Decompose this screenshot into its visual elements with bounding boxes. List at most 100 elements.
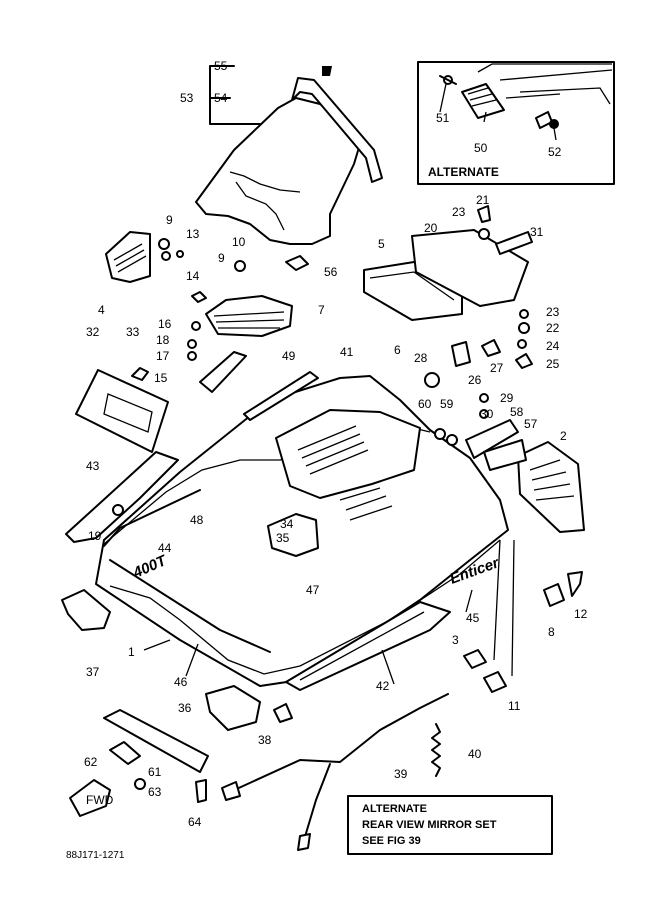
side-emblem — [105, 231, 151, 283]
callout-3: 3 — [452, 633, 459, 647]
strip-31 — [495, 231, 533, 255]
bolt-14 — [191, 291, 207, 303]
trim-strip-49 — [243, 371, 319, 421]
callout-24: 24 — [546, 339, 560, 353]
callout-62: 62 — [84, 755, 98, 769]
callout-10: 10 — [232, 235, 246, 249]
callout-30: 30 — [480, 407, 494, 421]
alternate-box-title: ALTERNATE — [428, 165, 499, 179]
callout-59: 59 — [440, 397, 454, 411]
windshield — [195, 97, 361, 245]
cable-and-spring: 39 40 — [221, 693, 482, 851]
callout-11: 11 — [508, 699, 521, 713]
windshield-assembly: 55 53 54 — [180, 59, 383, 245]
callout-43: 43 — [86, 459, 100, 473]
left-trim-43 — [65, 451, 179, 543]
callout-38: 38 — [258, 733, 272, 747]
mirror-note-line3: SEE FIG 39 — [362, 835, 421, 847]
callout-19: 19 — [88, 529, 102, 543]
callout-31: 31 — [530, 225, 544, 239]
grille-cluster: 4 32 33 16 18 17 15 7 — [86, 295, 325, 393]
callout-44: 44 — [158, 541, 172, 555]
callout-49: 49 — [282, 349, 296, 363]
callout-60: 60 — [418, 397, 432, 411]
callout-36: 36 — [178, 701, 192, 715]
right-upper-parts: 21 23 20 31 5 23 22 24 25 6 28 27 26 29 … — [282, 193, 560, 421]
callout-18: 18 — [156, 333, 170, 347]
callout-57: 57 — [524, 417, 538, 431]
hinge-57 — [483, 439, 527, 471]
callout-4: 4 — [98, 303, 105, 317]
screw-27 — [481, 339, 501, 357]
callout-40: 40 — [468, 747, 482, 761]
callout-13: 13 — [186, 227, 200, 241]
cap-11 — [483, 671, 507, 693]
callout-42: 42 — [376, 679, 390, 693]
grommet-38 — [273, 703, 293, 723]
callout-16: 16 — [158, 317, 172, 331]
mirror-note-line2: REAR VIEW MIRROR SET — [362, 819, 497, 831]
side-trim-42 — [285, 601, 451, 691]
callout-14: 14 — [186, 269, 200, 283]
callout-6: 6 — [394, 343, 401, 357]
emblem-34-35 — [267, 513, 319, 557]
callout-55: 55 — [214, 59, 228, 73]
callout-5: 5 — [378, 237, 385, 251]
callout-17: 17 — [156, 349, 170, 363]
callout-52: 52 — [548, 145, 562, 159]
upper-left-parts: 9 13 10 9 14 56 — [105, 213, 338, 303]
mirror-note-line1: ALTERNATE — [362, 803, 427, 815]
callout-29: 29 — [500, 391, 514, 405]
callout-39: 39 — [394, 767, 408, 781]
callout-35: 35 — [276, 531, 290, 545]
bracket-16 — [199, 351, 247, 393]
callout-8: 8 — [548, 625, 555, 639]
callout-15: 15 — [154, 371, 168, 385]
callout-12: 12 — [574, 607, 588, 621]
callout-23b: 23 — [546, 305, 560, 319]
pin-21 — [477, 205, 491, 223]
callout-58: 58 — [510, 405, 524, 419]
mirror-note-box: ALTERNATE REAR VIEW MIRROR SET SEE FIG 3… — [347, 795, 553, 855]
callout-26: 26 — [468, 373, 482, 387]
bushing-8 — [543, 583, 565, 607]
callout-37: 37 — [86, 665, 100, 679]
hinge-58 — [465, 419, 519, 459]
callout-23a: 23 — [452, 205, 466, 219]
fwd-arrow — [69, 779, 111, 817]
latch-bar-61 — [103, 709, 209, 773]
cable-39 — [229, 693, 449, 793]
hinge-36 — [205, 685, 261, 731]
grille-7 — [205, 295, 293, 337]
callout-48: 48 — [190, 513, 204, 527]
callout-33: 33 — [126, 325, 140, 339]
windshield-trim — [291, 77, 383, 183]
alternate-inset: 51 50 52 ALTERNATE — [417, 61, 615, 185]
spring-40 — [431, 723, 441, 777]
callout-63: 63 — [148, 785, 162, 799]
callout-54: 54 — [214, 91, 228, 105]
headlight-lens — [75, 369, 169, 453]
bolt-12 — [567, 571, 583, 597]
callout-7: 7 — [318, 303, 325, 317]
callout-32: 32 — [86, 325, 100, 339]
callout-1: 1 — [128, 645, 135, 659]
callout-28: 28 — [414, 351, 428, 365]
lower-right-hardware: 8 12 3 11 — [452, 539, 588, 713]
callout-34: 34 — [280, 517, 294, 531]
figure-code: 88J171-1271 — [66, 850, 125, 861]
callout-41: 41 — [340, 345, 354, 359]
callout-25: 25 — [546, 357, 560, 371]
hood-vent — [275, 409, 421, 499]
callout-27: 27 — [490, 361, 504, 375]
callout-61: 61 — [148, 765, 162, 779]
hood-body: Enticer 400T 43 19 48 34 35 44 47 45 1 4… — [65, 371, 509, 693]
callout-53: 53 — [180, 91, 194, 105]
bracket-26 — [451, 341, 471, 367]
callout-45: 45 — [466, 611, 480, 625]
latch-assembly: FWD 62 61 63 64 — [69, 709, 209, 829]
callout-56: 56 — [324, 265, 338, 279]
cap-3 — [463, 649, 487, 669]
callout-46: 46 — [174, 675, 188, 689]
